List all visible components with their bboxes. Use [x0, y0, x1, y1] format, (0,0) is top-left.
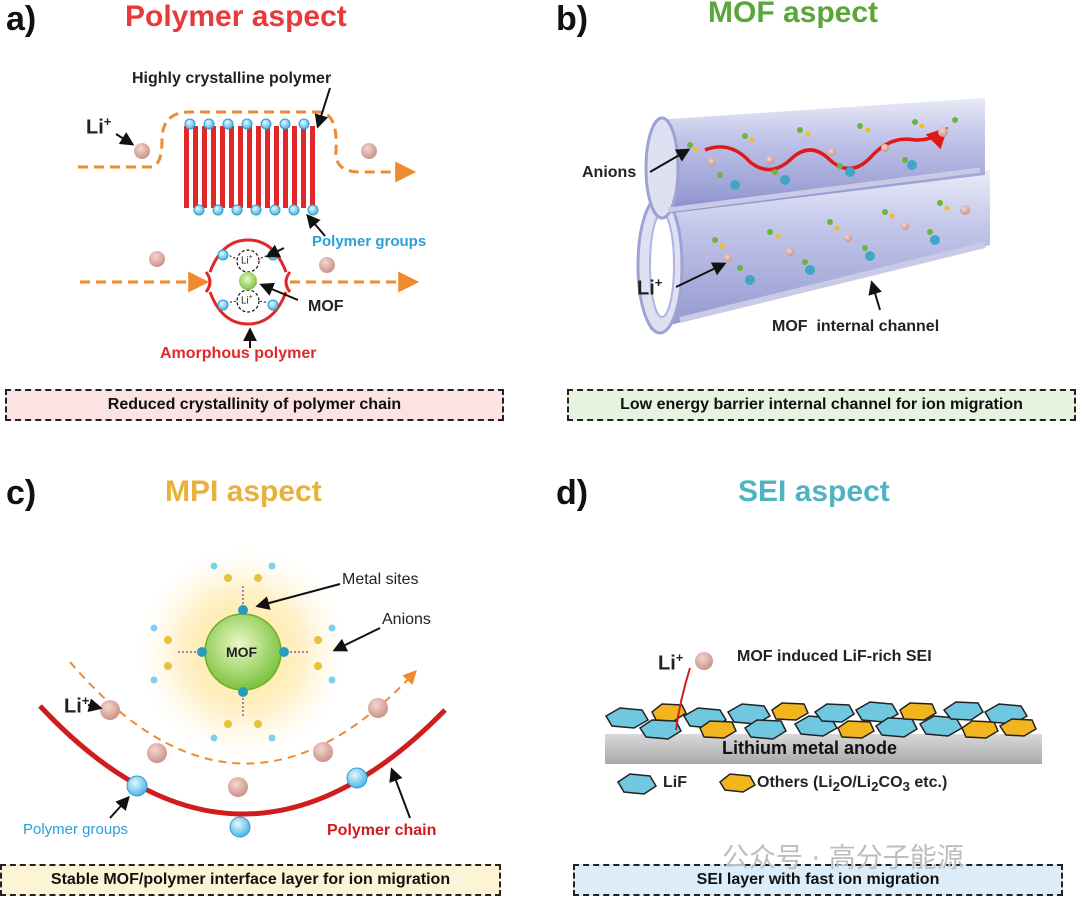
panel-b-anions-label: Anions: [582, 164, 637, 181]
li-ion: [134, 143, 150, 159]
sei-grains: [604, 701, 1037, 740]
panel-a-li-label: Li+: [86, 114, 112, 139]
panel-d-sei-label: MOF induced LiF-rich SEI: [737, 648, 932, 665]
panel-a-title: Polymer aspect: [125, 0, 347, 33]
panel-c-diagram: [38, 547, 447, 838]
panel-c-letter: c): [6, 474, 37, 512]
panel-a-li-small-2: Li+: [241, 294, 253, 307]
panel-a-caption: Reduced crystallinity of polymer chain: [5, 389, 504, 421]
panel-c-li-label: Li+: [64, 693, 90, 718]
ion-path-top: [78, 110, 417, 183]
panel-c-caption: Stable MOF/polymer interface layer for i…: [0, 864, 501, 896]
panel-d-letter: d): [556, 474, 589, 512]
crystalline-bars: [184, 118, 319, 216]
panel-a-crystalline-label: Highly crystalline polymer: [132, 70, 332, 87]
li-ion: [319, 257, 335, 273]
lif-legend-icon: [616, 773, 658, 795]
panel-c-metal-sites-label: Metal sites: [342, 571, 419, 588]
panel-b-channel-label: MOF internal channel: [772, 318, 940, 335]
li-ion: [361, 143, 377, 159]
panel-a-amorphous-label: Amorphous polymer: [160, 345, 317, 362]
panel-d-lif-label: LiF: [663, 774, 687, 791]
panel-b-caption: Low energy barrier internal channel for …: [567, 389, 1076, 421]
panel-c-mof-label: MOF: [226, 644, 258, 660]
others-legend-icon: [719, 773, 757, 793]
watermark: 公众号 · 高分子能源: [722, 843, 964, 874]
panel-c-anions-label: Anions: [382, 611, 431, 628]
panel-d-caption: SEI layer with fast ion migration: [573, 864, 1063, 896]
panel-b-li-label: Li+: [637, 275, 663, 300]
panel-b-diagram: [636, 98, 990, 335]
panel-d-anode-label: Lithium metal anode: [722, 738, 898, 758]
panel-d-li-label: Li+: [658, 650, 684, 675]
panel-b-title: MOF aspect: [708, 0, 879, 29]
mof-particle: [239, 272, 257, 290]
panel-c-polymer-groups-label: Polymer groups: [23, 821, 129, 838]
anode-layer: [605, 734, 1042, 764]
panel-c-polymer-chain-label: Polymer chain: [327, 822, 437, 839]
panel-d-diagram: [604, 652, 1042, 795]
panel-d-title: SEI aspect: [738, 475, 890, 508]
panel-a-letter: a): [6, 0, 37, 38]
panel-a-polymer-groups-label: Polymer groups: [312, 233, 427, 250]
panel-d-others-label: Others (Li2O/Li2CO3 etc.): [757, 774, 948, 795]
panel-a-diagram: [78, 87, 420, 348]
panel-a-li-small-1: Li+: [241, 254, 253, 267]
panel-c-title: MPI aspect: [165, 475, 322, 508]
li-ion: [149, 251, 165, 267]
panel-b-letter: b): [556, 0, 589, 38]
panel-a-mof-label: MOF: [308, 298, 344, 315]
